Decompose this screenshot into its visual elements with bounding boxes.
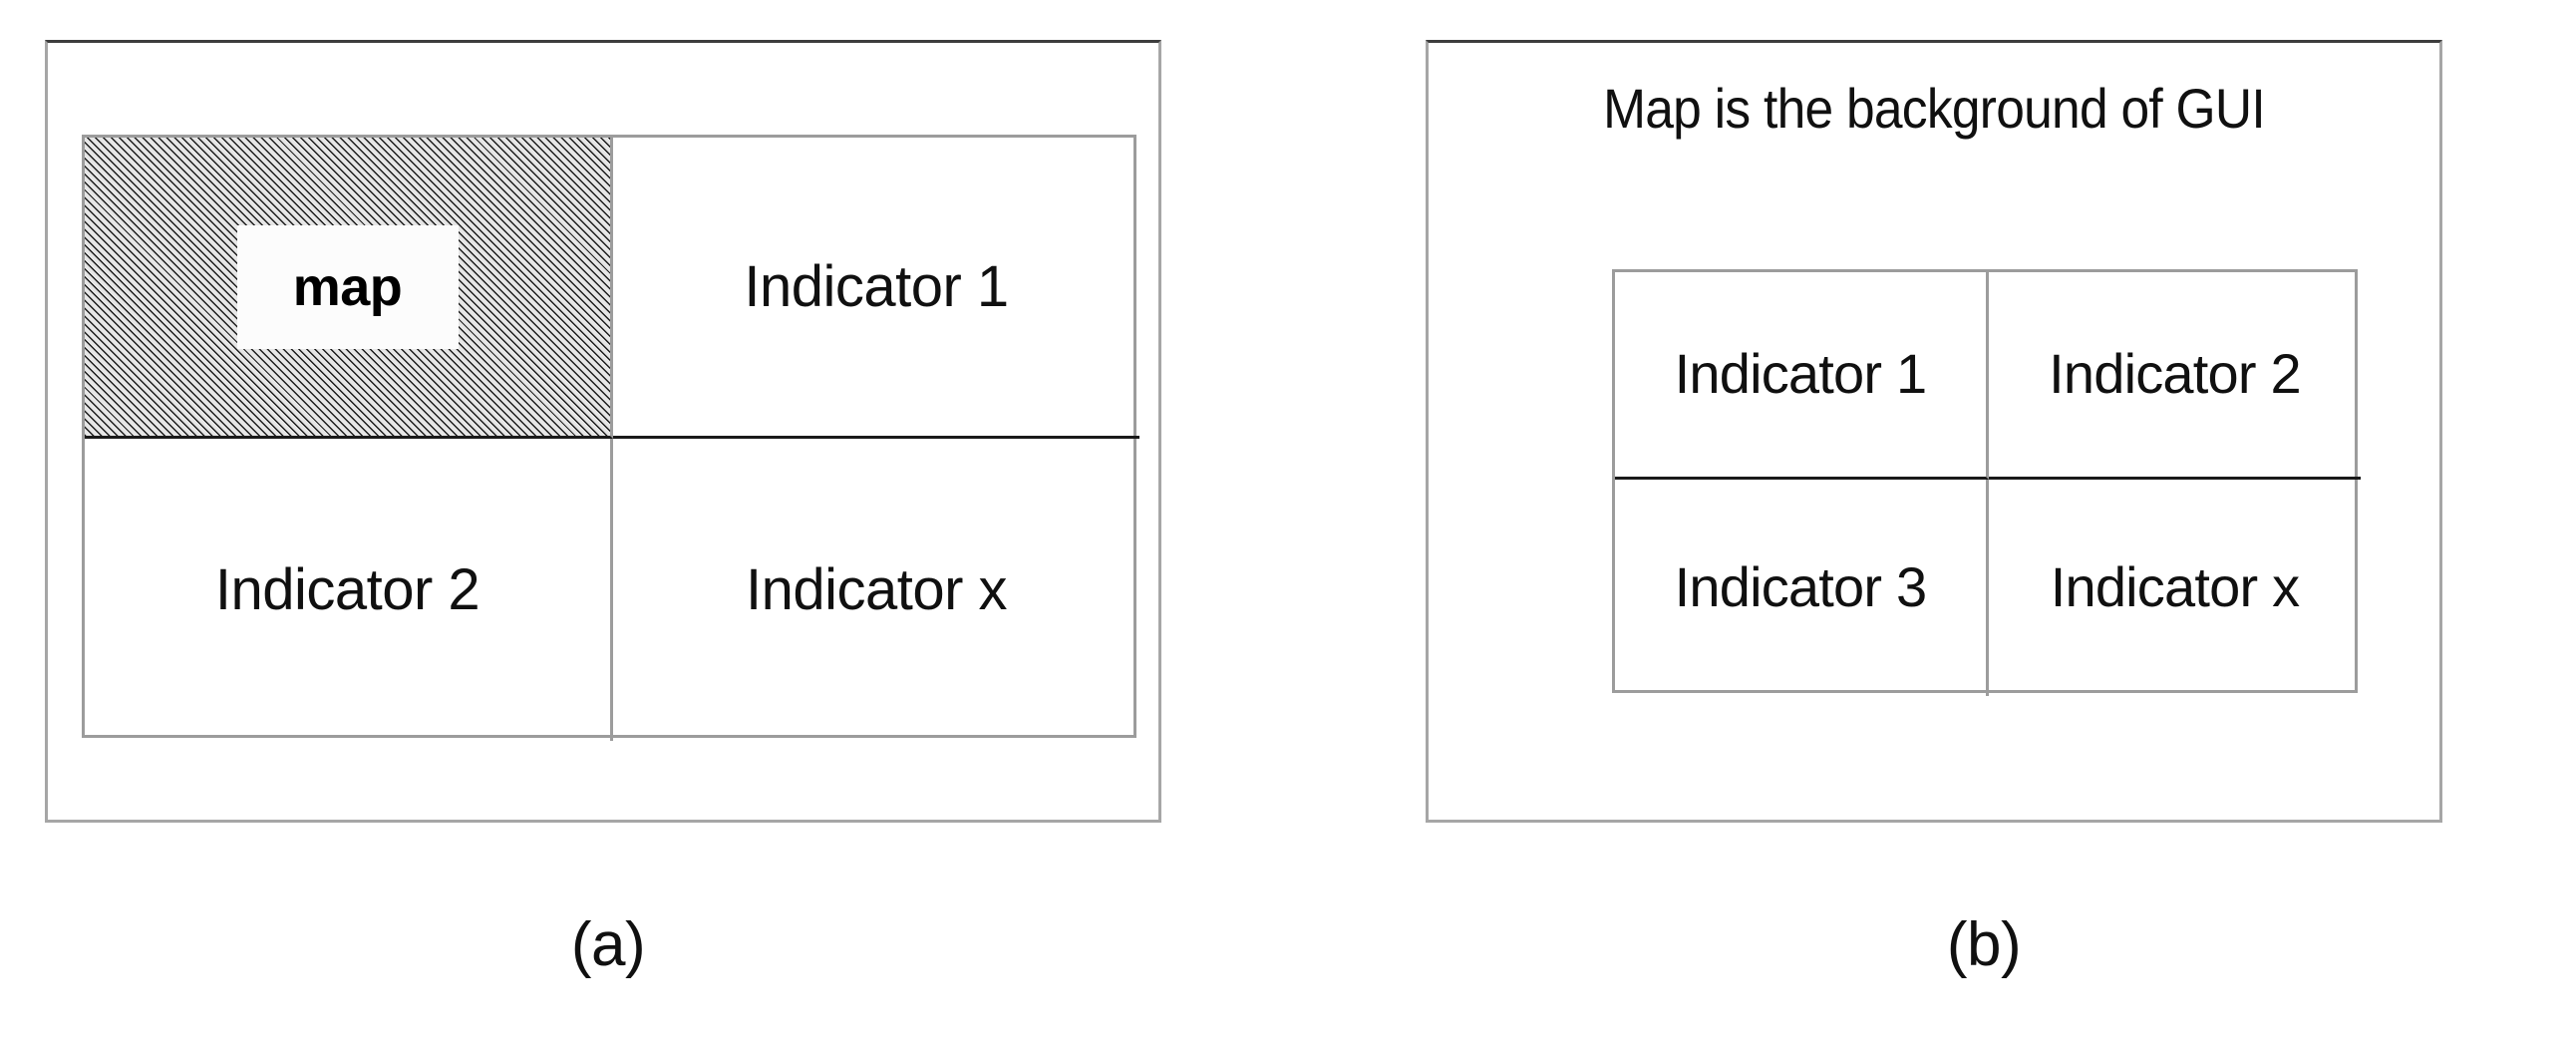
map-chip: map	[236, 224, 459, 349]
panel-a-indicator-1-label: Indicator 1	[744, 254, 1009, 319]
panel-b-cell-indicator-1[interactable]: Indicator 1	[1615, 272, 1989, 480]
panel-a-cell-map[interactable]: map	[85, 138, 613, 439]
panel-a-layout-grid: map Indicator 1 Indicator 2 Indicator x	[82, 135, 1139, 741]
panel-b-indicator-3-label: Indicator 3	[1674, 555, 1928, 619]
panel-a-indicator-2-label: Indicator 2	[214, 557, 481, 622]
panel-a-indicator-x-label: Indicator x	[745, 557, 1008, 622]
panel-b-cell-indicator-x[interactable]: Indicator x	[1989, 480, 2361, 696]
panel-b-indicator-2-label: Indicator 2	[2049, 342, 2302, 406]
panel-b-heading: Map is the background of GUI	[1603, 77, 2266, 140]
panel-b-indicator-x-label: Indicator x	[2050, 555, 2300, 619]
panel-a-cell-indicator-1[interactable]: Indicator 1	[613, 138, 1139, 439]
panel-b-caption: (b)	[1946, 910, 2022, 979]
panel-b-cell-indicator-3[interactable]: Indicator 3	[1615, 480, 1989, 696]
panel-a-caption: (a)	[570, 910, 646, 979]
map-chip-label: map	[292, 256, 403, 317]
panel-b-indicator-1-label: Indicator 1	[1674, 342, 1928, 406]
panel-b-cell-indicator-2[interactable]: Indicator 2	[1989, 272, 2361, 480]
panel-a-cell-indicator-2[interactable]: Indicator 2	[85, 439, 613, 741]
panel-a-cell-indicator-x[interactable]: Indicator x	[613, 439, 1139, 741]
panel-b-indicator-table: Indicator 1 Indicator 2 Indicator 3 Indi…	[1612, 269, 2361, 696]
